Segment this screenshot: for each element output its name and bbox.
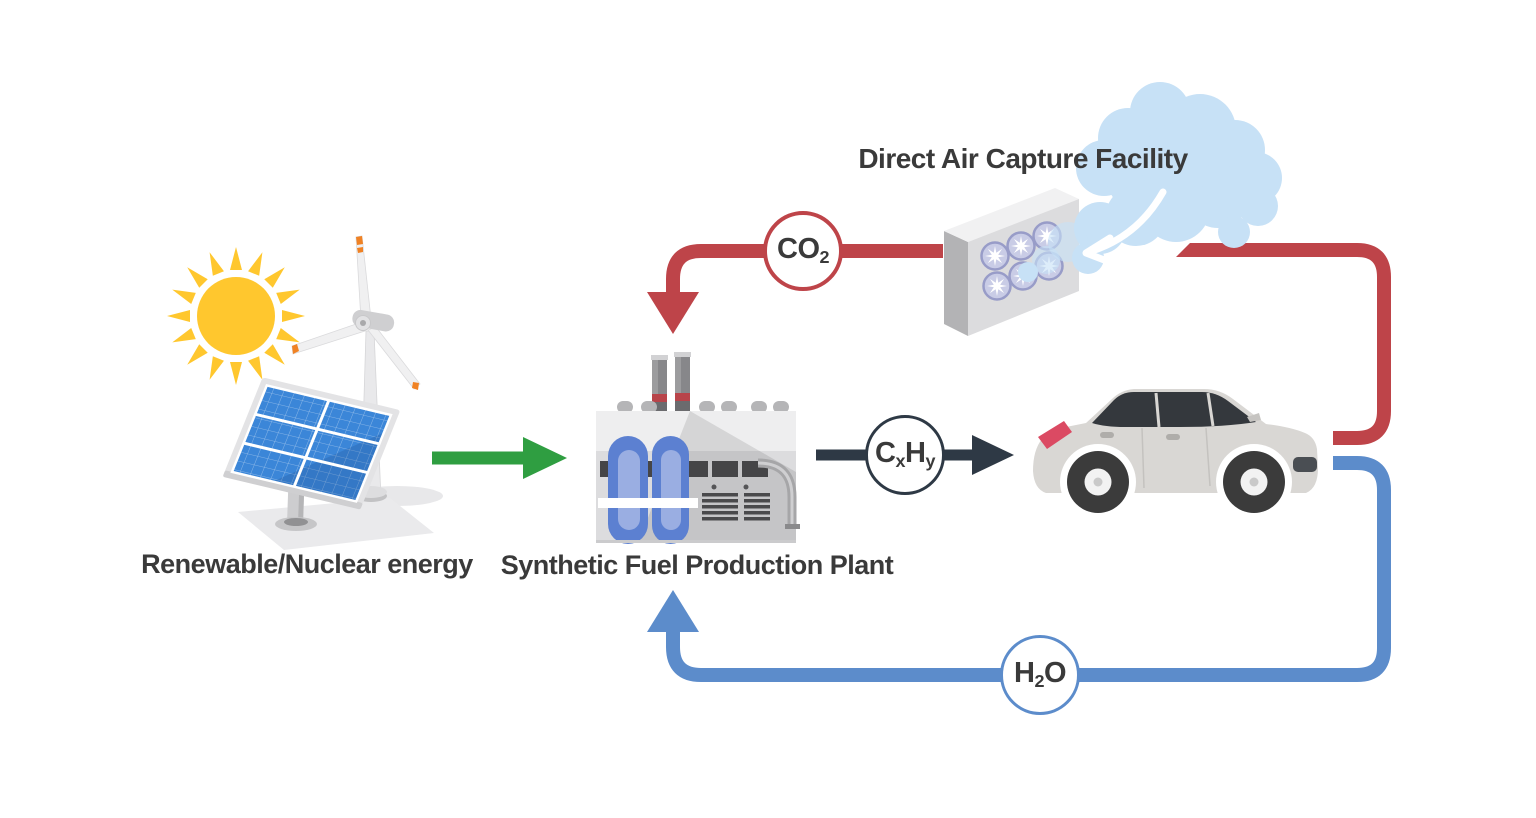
dac-facility-label: Direct Air Capture Facility — [858, 143, 1188, 174]
factory-icon — [596, 352, 800, 544]
air-intake-arrow-icon — [1082, 188, 1167, 267]
sun-icon — [167, 247, 305, 385]
energy-flow-arrow — [432, 437, 567, 479]
co2-badge-label: CO2 — [777, 233, 829, 268]
cxhy-badge-label: CxHy — [875, 437, 935, 472]
wheel-icon — [1223, 451, 1285, 513]
wheel-icon — [1067, 451, 1129, 513]
cxhy-badge: CxHy — [865, 415, 945, 495]
fan-icon — [982, 271, 1012, 301]
cloud-icon — [1018, 82, 1282, 282]
fuel-plant-label: Synthetic Fuel Production Plant — [500, 550, 894, 580]
h2o-badge-label: H2O — [1013, 657, 1067, 692]
h2o-badge: H2O — [1000, 635, 1080, 715]
renewable-energy-label: Renewable/Nuclear energy — [141, 549, 473, 579]
car-icon — [1033, 389, 1318, 520]
solar-panel-icon — [223, 377, 400, 531]
co2-badge: CO2 — [763, 211, 843, 291]
fan-icon — [1006, 231, 1036, 261]
h2o-flow-arrow — [647, 456, 1391, 682]
co2-flow-arrow — [647, 243, 1391, 445]
fan-icon — [980, 241, 1010, 271]
